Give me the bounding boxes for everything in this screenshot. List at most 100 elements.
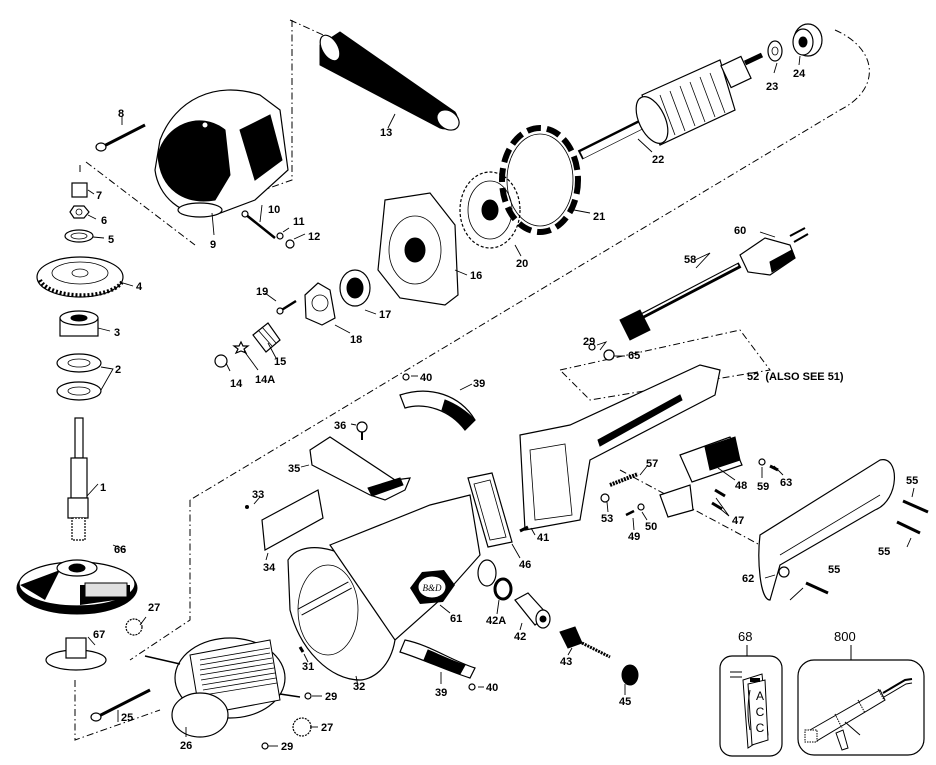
callout-67: 67 [93,629,105,641]
guide-line-switch [559,329,771,401]
part-29-terminal-b [261,742,269,750]
part-55-screw-c [805,581,829,595]
acc-brush-pack-icon [730,671,769,749]
part-8-screw [95,123,146,152]
callout-27-upper: 27 [148,602,160,614]
callout-46: 46 [519,559,531,571]
part-4-bevel-gear [36,256,124,298]
callout-32: 32 [353,681,365,693]
callout-6: 6 [101,215,107,227]
part-53-clip [600,493,610,503]
part-48-switch [679,436,743,483]
accessory-box-68: 68 A C C [719,629,783,757]
part-46-gasket [467,472,513,548]
callout-12: 12 [308,231,320,243]
part-66-backing-pad [16,559,138,615]
part-33-rivet [245,505,249,509]
callout-4: 4 [136,281,143,293]
acc-letter-3: C [756,721,765,735]
callout-29-a: 29 [325,691,337,703]
callout-21: 21 [593,211,605,223]
part-11-lockwasher [276,232,284,240]
callout-11: 11 [293,216,305,228]
part-5-washer [64,229,94,243]
callout-40-upper: 40 [420,372,432,384]
part-49-screw [625,509,635,517]
callout-62: 62 [742,573,754,585]
part-60-plug [739,227,809,276]
part-9-gear-case [154,89,289,218]
part-67-flange-nut [45,637,107,671]
part-43-brush [559,626,611,659]
callout-34: 34 [263,562,276,574]
part-58-cord [619,262,742,341]
callout-52-note: 52 (ALSO SEE 51) [747,371,844,383]
part-42a-gasket [493,577,513,601]
part-45-cap [621,664,639,686]
callout-42: 42 [514,631,526,643]
part-39-label-upper [399,390,476,431]
part-47-screws [711,488,726,511]
part-22-armature [577,52,764,160]
part-18-bearing-plate [304,282,336,326]
part-40-screw-upper [402,373,410,381]
guide-line-field [74,680,161,741]
part-24-bearing [792,23,823,57]
part-59-washer [758,458,766,466]
callout-61: 61 [450,613,462,625]
callout-31: 31 [302,661,314,673]
part-50-washer [637,503,645,511]
guide-line-armature [189,29,870,501]
callout-20: 20 [516,258,528,270]
acc-letter-2: C [756,705,765,719]
part-63-screw [769,464,779,472]
part-26-field [144,637,301,738]
callout-19: 19 [256,286,268,298]
callout-10: 10 [268,204,280,216]
part-35-bracket [309,436,411,501]
callout-36: 36 [334,420,346,432]
callout-27-lower: 27 [321,722,333,734]
part-brush-port [477,559,497,587]
part-27-ring-lower [292,717,312,737]
part-10-screw [241,210,276,239]
part-19-screw [276,299,297,315]
callout-18: 18 [350,334,362,346]
callout-26: 26 [180,740,192,752]
callout-48: 48 [735,480,747,492]
callout-14a: 14A [255,374,275,386]
callout-47: 47 [732,515,744,527]
callout-45: 45 [619,696,631,708]
callout-8: 8 [118,108,124,120]
part-29-terminal-a [304,692,312,700]
part-27-ring-upper [125,618,143,636]
part-31-screw [298,646,305,653]
callout-59: 59 [757,481,769,493]
part-1-spindle [67,417,89,541]
callout-22: 22 [652,154,664,166]
part-15-pinion [252,322,281,353]
accessory-68-label: 68 [738,629,752,644]
callout-60: 60 [734,225,746,237]
callout-39-upper: 39 [473,378,485,390]
callout-42a: 42A [486,615,506,627]
part-switch-lever [659,484,694,518]
part-42-brush-holder [514,592,551,629]
part-61-badge: B&D [410,570,455,604]
callout-55-a: 55 [906,475,918,487]
callout-13: 13 [380,127,392,139]
callout-55-c: 55 [828,564,840,576]
guide-line-nut-stack [79,161,196,246]
part-52-handle-housing [519,364,721,531]
callout-labels: 8 7 6 5 4 3 2 1 9 10 11 12 13 14 14A 15 … [93,68,918,753]
callout-23: 23 [766,81,778,93]
parts: B&D [16,23,929,750]
callout-14: 14 [230,378,243,390]
part-32-motor-housing [287,494,481,681]
part-14a-star-washer [232,340,250,355]
part-39-label-lower [399,639,476,679]
callout-29-b: 29 [281,741,293,753]
part-41-screw [519,525,529,533]
callout-65: 65 [628,350,640,362]
part-55-screw-b [896,520,921,535]
